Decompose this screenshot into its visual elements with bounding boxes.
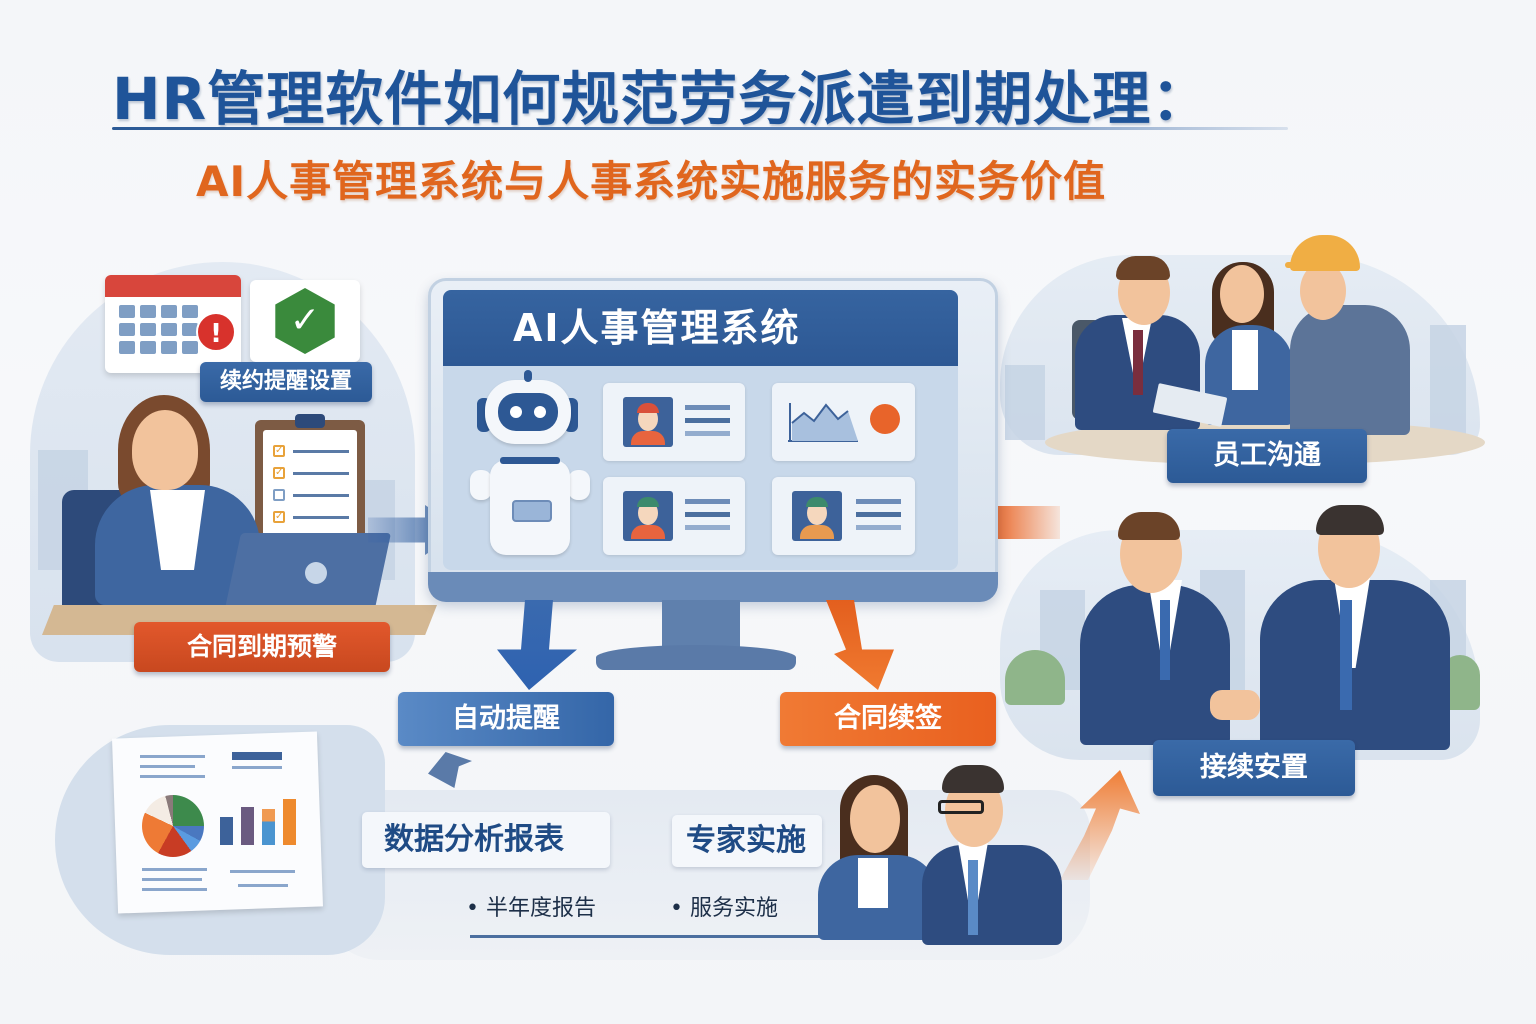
- tree-icon: [1005, 650, 1065, 705]
- expert-implementation-label: 专家实施: [672, 815, 822, 867]
- robot-collar: [500, 457, 560, 464]
- robot-chest-panel: [512, 500, 552, 522]
- building-icon: [1005, 365, 1045, 440]
- hr-woman-face: [132, 410, 198, 490]
- calendar-icon: [105, 275, 241, 373]
- report-bullet-text: 半年度报告: [485, 896, 596, 921]
- service-bullet-text: 服务实施: [689, 896, 778, 921]
- text-line: [232, 766, 282, 769]
- worker-figure: [1290, 305, 1410, 435]
- tie: [1340, 600, 1352, 710]
- checklist-paper: ✓ ✓ ✓: [263, 430, 357, 538]
- arrow-down-icon: [497, 600, 577, 690]
- hard-hat-brim: [1285, 262, 1325, 268]
- tie: [1160, 600, 1170, 680]
- shirt: [858, 858, 888, 908]
- arrow-down-icon: [826, 600, 894, 690]
- page-title: HR管理软件如何规范劳务派遣到期处理：: [112, 65, 1211, 133]
- text-line: [238, 884, 288, 887]
- arrow-up-icon: [428, 752, 472, 788]
- employee-profile-card[interactable]: [772, 477, 915, 555]
- transition-placement-label: 接续安置: [1153, 740, 1355, 796]
- contract-expiry-warning-label: 合同到期预警: [134, 622, 390, 672]
- service-bullet: • 服务实施: [670, 896, 778, 921]
- text-line: [140, 775, 205, 778]
- data-report-label: 数据分析报表: [362, 812, 610, 868]
- hr-woman-face: [1220, 265, 1264, 323]
- text-line: [140, 765, 195, 768]
- text-line: [142, 888, 207, 891]
- id-badge-icon: [792, 491, 842, 541]
- monitor-base: [596, 645, 796, 670]
- screen-title: AI人事管理系统: [443, 290, 958, 366]
- text-line: [142, 878, 202, 881]
- title-divider: [112, 127, 1288, 130]
- auto-reminder-label: 自动提醒: [398, 692, 614, 746]
- id-badge-icon: [623, 397, 673, 447]
- employee-profile-card[interactable]: [603, 477, 745, 555]
- tie: [968, 860, 978, 935]
- consultant-man-figure: [922, 845, 1062, 945]
- renewal-reminder-label: 续约提醒设置: [200, 362, 372, 402]
- glasses-icon: [938, 800, 984, 814]
- hair: [1116, 256, 1170, 280]
- shirt: [1232, 330, 1258, 390]
- check-shield-icon: ✓: [275, 288, 335, 354]
- worker-face: [1300, 262, 1346, 320]
- laptop-logo: [305, 562, 327, 584]
- analytics-card[interactable]: [772, 383, 915, 461]
- hair: [1118, 512, 1180, 540]
- bar-chart-icon: [220, 795, 305, 845]
- page-subtitle: AI人事管理系统与人事系统实施服务的实务价值: [196, 157, 1107, 206]
- pie-chart-icon: [142, 795, 204, 857]
- monitor-stand: [662, 600, 740, 650]
- hair: [942, 765, 1004, 793]
- consultant-woman-face: [850, 785, 900, 853]
- bottom-divider: [470, 935, 1030, 938]
- hair: [1316, 505, 1384, 535]
- hr-woman-shirt: [150, 490, 205, 570]
- employee-profile-card[interactable]: [603, 383, 745, 461]
- robot-antenna: [524, 370, 532, 382]
- text-line: [142, 868, 207, 871]
- report-bullet: • 半年度报告: [466, 896, 596, 921]
- text-line: [230, 870, 295, 873]
- area-chart-icon: [788, 403, 900, 442]
- robot-arm: [568, 470, 590, 500]
- employee-communication-label: 员工沟通: [1167, 429, 1367, 483]
- tie: [1133, 330, 1143, 395]
- clipboard-clip: [295, 414, 325, 428]
- robot-visor: [498, 393, 558, 431]
- handshake-icon: [1210, 690, 1260, 720]
- text-line: [232, 752, 282, 760]
- contract-renewal-label: 合同续签: [780, 692, 996, 746]
- alert-icon: !: [196, 312, 236, 352]
- building-icon: [1430, 325, 1466, 435]
- robot-arm: [470, 470, 492, 500]
- text-line: [140, 755, 205, 758]
- monitor-bezel: [428, 572, 998, 602]
- id-badge-icon: [623, 491, 673, 541]
